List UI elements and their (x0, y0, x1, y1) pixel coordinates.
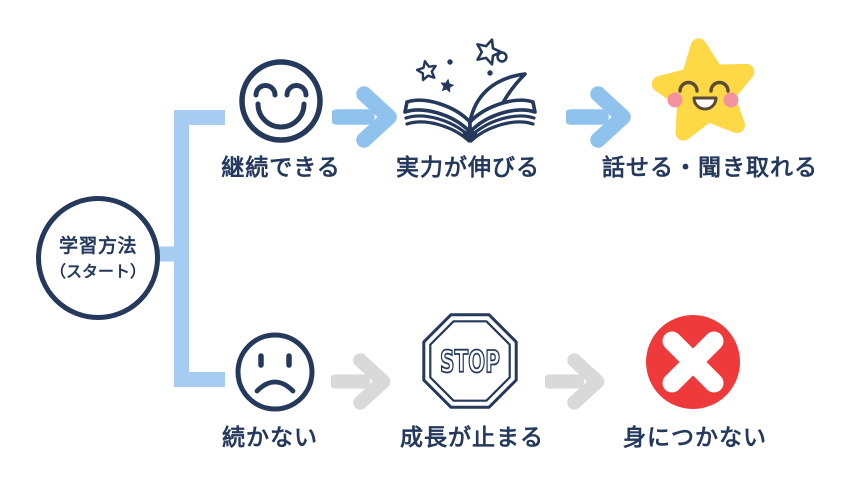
branch-connector (156, 110, 225, 387)
open-book-sparkles-icon (403, 38, 537, 143)
smiley-face-icon (239, 59, 323, 143)
label-bottom-step1: 続かない (222, 425, 318, 451)
start-label-line2: （スタート） (49, 262, 146, 282)
label-top-step1: 継続できる (221, 155, 341, 181)
arrow-right-icon (331, 353, 391, 410)
red-cross-icon (646, 315, 740, 409)
start-node: 学習方法 （スタート） (36, 196, 160, 320)
happy-star-icon (651, 38, 755, 141)
label-top-step3: 話せる・聞き取れる (602, 155, 818, 181)
label-bottom-step3: 身につかない (623, 425, 767, 451)
label-bottom-step2: 成長が止まる (400, 425, 544, 451)
start-label-line1: 学習方法 (58, 234, 137, 257)
arrow-right-icon (566, 86, 631, 148)
stop-sign-text: STOP (440, 345, 500, 380)
arrow-right-icon (332, 86, 397, 148)
arrow-right-icon (545, 353, 605, 410)
stop-sign-icon: STOP (422, 313, 518, 409)
sad-face-icon (235, 332, 315, 412)
label-top-step2: 実力が伸びる (396, 155, 540, 181)
